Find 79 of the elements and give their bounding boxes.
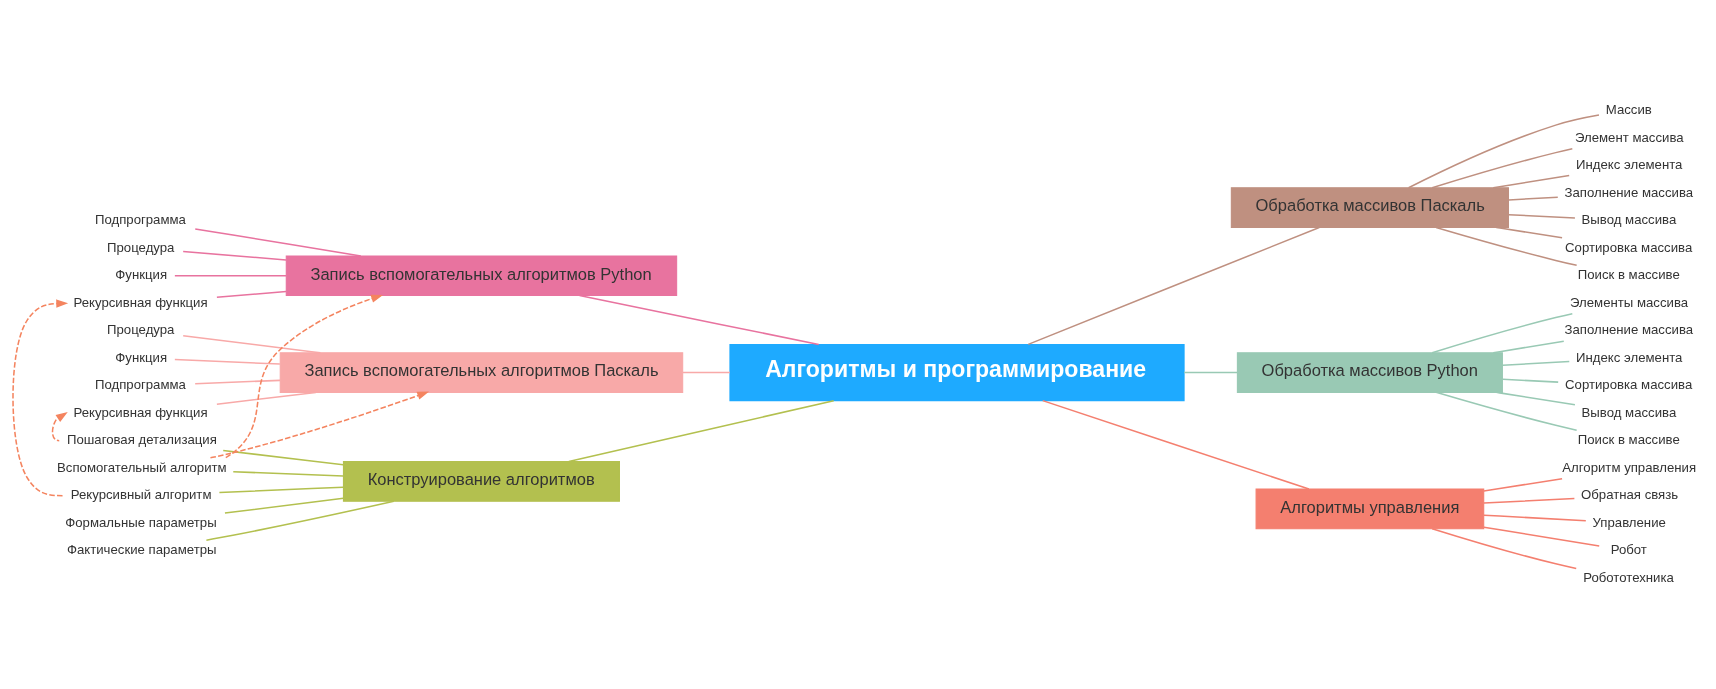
node-text: Робот: [1610, 542, 1647, 558]
node-box: Алгоритмы управления: [1255, 488, 1485, 530]
connector: [1495, 391, 1576, 406]
connector: [174, 275, 287, 277]
connector: [216, 391, 317, 406]
connector: [568, 399, 835, 463]
connector: [224, 497, 345, 514]
node-text: Робототехника: [1583, 569, 1674, 585]
node-text: Управление: [1592, 514, 1666, 530]
connector: [1495, 226, 1563, 239]
connector: [1431, 527, 1577, 570]
connector: [682, 371, 731, 374]
node-text: Функция: [115, 349, 168, 365]
node-text: Индекс элемента: [1576, 349, 1683, 365]
node-text: Рекурсивный алгоритм: [70, 487, 212, 503]
node-box: Обработка массивов Python: [1236, 352, 1503, 393]
node-text: Вспомогательный алгоритм: [57, 459, 227, 475]
connector: [222, 449, 344, 466]
node-text: Обратная связь: [1581, 487, 1679, 503]
node-text: Поиск в массиве: [1577, 267, 1680, 283]
node-text: Элементы массива: [1570, 294, 1689, 310]
node-text: Подпрограмма: [94, 377, 186, 393]
node-text: Массив: [1605, 102, 1652, 118]
connector: [1041, 399, 1310, 490]
connector: [1435, 226, 1578, 267]
node-text: Алгоритм управления: [1562, 459, 1697, 475]
node-text: Заполнение массива: [1564, 322, 1694, 338]
connector: [1507, 213, 1576, 219]
node-text: Вывод массива: [1581, 212, 1677, 228]
connector: [1492, 174, 1570, 189]
connector: [218, 486, 345, 494]
node-text: Поиск в массиве: [1577, 432, 1680, 448]
connector: [194, 379, 281, 385]
node-text: Процедура: [107, 239, 175, 255]
node-text: Подпрограмма: [94, 212, 186, 228]
node-text: Индекс элемента: [1576, 157, 1683, 173]
connector: [174, 358, 281, 365]
connector: [1027, 226, 1321, 346]
node-box: Запись вспомогательных алгоритмов Python: [285, 255, 678, 297]
connector: [1492, 340, 1565, 354]
connector: [1483, 497, 1576, 504]
connector: [1431, 312, 1574, 354]
connector: [1183, 371, 1238, 374]
connector: [182, 250, 287, 261]
node-text: Формальные параметры: [65, 514, 217, 530]
connector: [1435, 391, 1578, 431]
node-text: Вывод массива: [1581, 404, 1677, 420]
node-text: Рекурсивная функция: [73, 294, 208, 310]
node-text: Пошаговая детализация: [66, 432, 217, 448]
connector: [1431, 148, 1574, 189]
connector: [1483, 526, 1600, 547]
node-text: Заполнение массива: [1564, 184, 1694, 200]
connector: [216, 290, 287, 298]
node-text: Фактические параметры: [66, 542, 217, 558]
arrow: [51, 411, 68, 442]
node-text: Сортировка массива: [1565, 377, 1693, 393]
connector: [194, 228, 362, 257]
connector: [1507, 196, 1559, 201]
node-box: Запись вспомогательных алгоритмов Паскаль: [279, 352, 684, 393]
arrow: [209, 391, 430, 459]
node-box: Конструирование алгоритмов: [342, 461, 620, 502]
node-text: Рекурсивная функция: [73, 404, 208, 420]
arrow: [12, 299, 69, 497]
connector: [1407, 114, 1600, 189]
node-box: Алгоритмы и программирование: [729, 343, 1185, 402]
node-box: Обработка массивов Паскаль: [1230, 187, 1509, 228]
node-text: Функция: [115, 267, 168, 283]
connector: [1501, 378, 1559, 383]
connector: [205, 500, 395, 541]
connector: [1501, 360, 1571, 366]
connector: [232, 470, 344, 477]
node-text: Процедура: [107, 322, 175, 338]
connector: [578, 294, 820, 346]
arrow: [225, 294, 384, 459]
connector: [182, 335, 322, 354]
node-text: Элемент массива: [1574, 129, 1684, 145]
connector: [1483, 514, 1587, 522]
connector: [1483, 477, 1563, 492]
node-text: Сортировка массива: [1565, 239, 1693, 255]
